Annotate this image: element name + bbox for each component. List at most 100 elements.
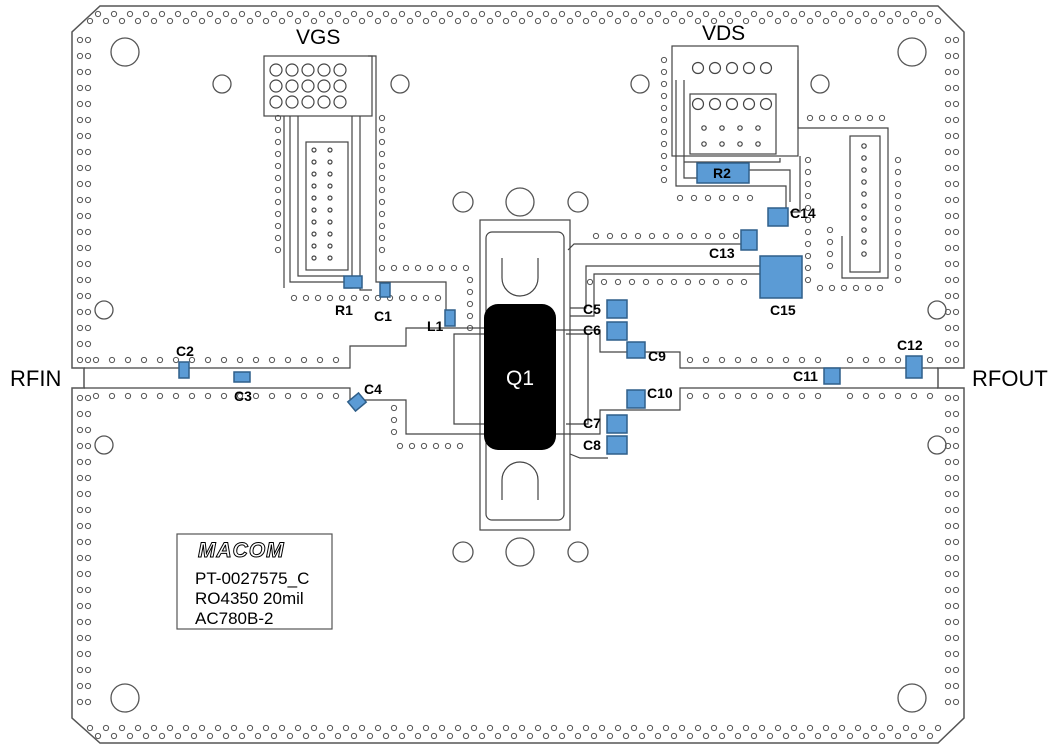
via — [502, 17, 510, 25]
via — [686, 732, 694, 740]
via — [894, 156, 902, 164]
via — [76, 276, 84, 284]
via — [718, 732, 726, 740]
via — [76, 164, 84, 172]
via — [366, 10, 374, 18]
component-c7 — [606, 414, 628, 434]
via — [766, 356, 774, 364]
component-c9 — [626, 341, 646, 359]
via — [118, 724, 126, 732]
via — [76, 442, 84, 450]
via — [406, 724, 414, 732]
via — [734, 10, 742, 18]
header-pin — [725, 61, 739, 75]
header-pin — [708, 97, 722, 111]
via — [252, 356, 260, 364]
via — [470, 17, 478, 25]
via — [660, 92, 668, 100]
header-pin — [301, 79, 315, 93]
via — [952, 570, 960, 578]
via — [798, 732, 806, 740]
via — [294, 17, 302, 25]
via — [410, 294, 418, 302]
via — [826, 226, 834, 234]
via — [92, 392, 100, 400]
header-pin — [311, 255, 317, 261]
via — [862, 356, 870, 364]
via — [630, 17, 638, 25]
via — [670, 732, 678, 740]
via — [274, 150, 282, 158]
via — [952, 116, 960, 124]
input-trace — [84, 327, 484, 369]
via — [814, 10, 822, 18]
via-holes — [76, 10, 960, 740]
via — [894, 228, 902, 236]
via — [628, 278, 636, 286]
via — [886, 724, 894, 732]
via — [804, 228, 812, 236]
via — [76, 634, 84, 642]
via — [358, 724, 366, 732]
via — [326, 294, 334, 302]
via — [76, 292, 84, 300]
label-c5: C5 — [583, 301, 601, 317]
via — [600, 278, 608, 286]
via — [952, 356, 960, 364]
via — [84, 666, 92, 674]
vgs-header-label: VGS — [296, 26, 340, 49]
via — [84, 538, 92, 546]
via — [550, 724, 558, 732]
via — [870, 724, 878, 732]
header-pin — [861, 155, 867, 161]
via — [102, 724, 110, 732]
via — [894, 392, 902, 400]
via — [188, 392, 196, 400]
via — [830, 114, 838, 122]
via — [332, 392, 340, 400]
label-c2: C2 — [176, 343, 194, 359]
via — [402, 264, 410, 272]
via — [944, 698, 952, 706]
via — [454, 17, 462, 25]
via — [378, 138, 386, 146]
via — [76, 602, 84, 610]
via — [92, 356, 100, 364]
via — [944, 490, 952, 498]
via — [76, 506, 84, 514]
via — [526, 732, 534, 740]
via — [654, 10, 662, 18]
via — [910, 392, 918, 400]
via — [378, 222, 386, 230]
via — [686, 392, 694, 400]
via — [678, 724, 686, 732]
via — [254, 10, 262, 18]
via — [814, 392, 822, 400]
via — [310, 17, 318, 25]
via — [852, 284, 860, 292]
via — [158, 10, 166, 18]
header-pin — [861, 191, 867, 197]
via — [586, 278, 594, 286]
via — [156, 392, 164, 400]
via — [690, 194, 698, 202]
via — [134, 724, 142, 732]
via — [84, 570, 92, 578]
via — [462, 10, 470, 18]
via — [710, 724, 718, 732]
via — [806, 724, 814, 732]
via — [134, 17, 142, 25]
via — [142, 732, 150, 740]
via — [804, 216, 812, 224]
via — [638, 732, 646, 740]
via — [734, 356, 742, 364]
via — [952, 244, 960, 252]
header-pin — [317, 79, 331, 93]
via — [378, 246, 386, 254]
via — [76, 650, 84, 658]
via — [268, 356, 276, 364]
via — [686, 10, 694, 18]
via — [274, 126, 282, 134]
mounting-hole — [505, 537, 535, 567]
via — [830, 732, 838, 740]
